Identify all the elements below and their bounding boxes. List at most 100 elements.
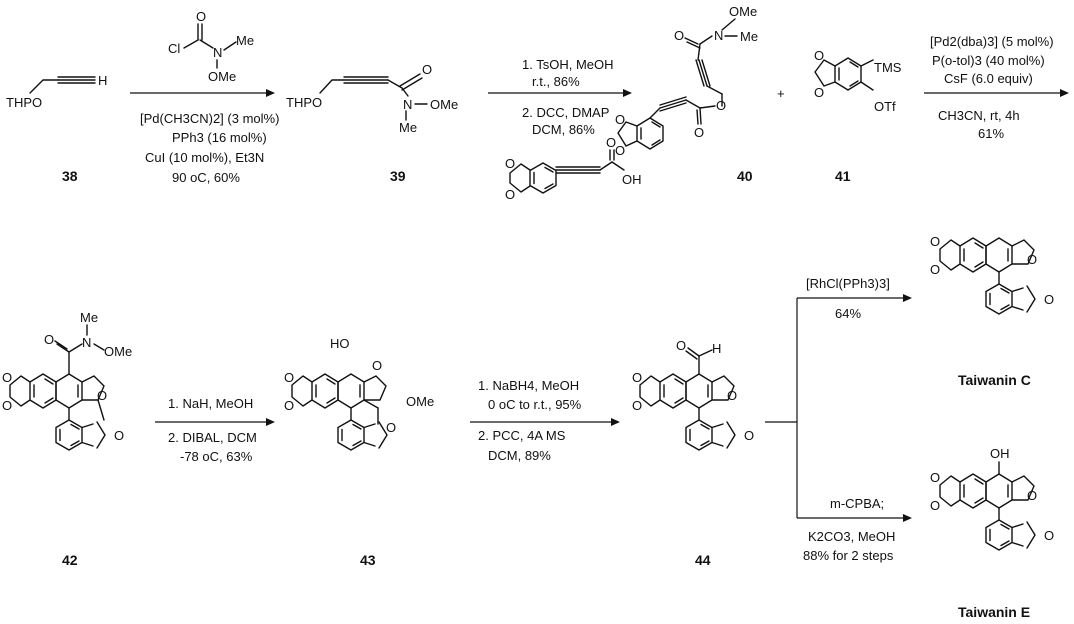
compound-39: THPO O N OMe Me 39 <box>286 62 458 184</box>
o-label-43d: O <box>386 420 396 435</box>
ome-label-39: OMe <box>430 97 458 112</box>
cond3-line5: 61% <box>978 126 1004 141</box>
o-label-42e: O <box>114 428 124 443</box>
cond2-line2: r.t., 86% <box>532 74 580 89</box>
compound-label-41: 41 <box>835 168 851 184</box>
o-label-acid-2: O <box>505 187 515 202</box>
cond2-line4: DCM, 86% <box>532 122 595 137</box>
compound-label-38: 38 <box>62 168 78 184</box>
o-label-40d: O <box>615 112 625 127</box>
conditions-step5: 1. NaBH4, MeOH 0 oC to r.t., 95% 2. PCC,… <box>478 378 582 463</box>
o-label-42b: O <box>2 398 12 413</box>
o-label-te-a: O <box>930 470 940 485</box>
compound-label-taiwanin-e: Taiwanin E <box>958 604 1030 620</box>
o-label-40c: O <box>694 125 704 140</box>
o-label-tc-b: O <box>930 262 940 277</box>
otf-label-41: OTf <box>874 99 896 114</box>
arrow-branch <box>765 294 912 522</box>
compound-label-taiwanin-c: Taiwanin C <box>958 372 1031 388</box>
me-label-reagent: Me <box>236 33 254 48</box>
o-label-43b: O <box>284 398 294 413</box>
o-label-te-d: O <box>1044 528 1054 543</box>
cond5-line1: 1. NaBH4, MeOH <box>478 378 579 393</box>
cond1-line2: PPh3 (16 mol%) <box>172 130 267 145</box>
o-label-44b: O <box>632 398 642 413</box>
o-label-43a: O <box>284 370 294 385</box>
cond2-line1: 1. TsOH, MeOH <box>522 57 614 72</box>
thpo-label-39: THPO <box>286 95 322 110</box>
o-label-te-c: O <box>1027 488 1037 503</box>
cond7-line2: K2CO3, MeOH <box>808 529 895 544</box>
compound-taiwanin-c: O O O O Taiwanin C <box>930 234 1054 388</box>
ome-label-43: OMe <box>406 394 434 409</box>
cond7-line1: m-CPBA; <box>830 496 884 511</box>
oh-label-acid: OH <box>622 172 642 187</box>
me-label-39: Me <box>399 120 417 135</box>
cond6-line2: 64% <box>835 306 861 321</box>
arrow-step2 <box>488 89 632 97</box>
cond7-line3: 88% for 2 steps <box>803 548 894 563</box>
cond6-line1: [RhCl(PPh3)3] <box>806 276 890 291</box>
cond3-line2: P(o-tol)3 (40 mol%) <box>932 53 1045 68</box>
o-label-44c: O <box>676 338 686 353</box>
cond4-line3: -78 oC, 63% <box>180 449 253 464</box>
compound-41: O O TMS OTf 41 <box>814 48 902 184</box>
n-label-39: N <box>403 97 412 112</box>
n-label-reagent: N <box>213 45 222 60</box>
compound-label-39: 39 <box>390 168 406 184</box>
o-label-42c: O <box>44 332 54 347</box>
n-label-40: N <box>714 28 723 43</box>
o-label-acid-1: O <box>505 156 515 171</box>
h-label-44: H <box>712 341 721 356</box>
arrow-step4 <box>155 418 275 426</box>
compound-label-43: 43 <box>360 552 376 568</box>
arrow-step1 <box>130 89 275 97</box>
cond5-line2: 0 oC to r.t., 95% <box>488 397 582 412</box>
compound-42: O O O N Me OMe O O 42 <box>2 310 132 568</box>
compound-taiwanin-e: O O OH O O Taiwanin E <box>930 446 1054 620</box>
cond5-line4: DCM, 89% <box>488 448 551 463</box>
conditions-step4: 1. NaH, MeOH 2. DIBAL, DCM -78 oC, 63% <box>168 396 257 464</box>
compound-38: THPO H 38 <box>6 73 107 184</box>
plus-sign: + <box>777 86 785 101</box>
ho-label-43: HO <box>330 336 350 351</box>
o-label-tc-c: O <box>1027 252 1037 267</box>
oh-label-te: OH <box>990 446 1010 461</box>
compound-44: O O O H O O 44 <box>632 338 754 568</box>
o-label-44e: O <box>744 428 754 443</box>
compound-label-40: 40 <box>737 168 753 184</box>
o-label-tc-a: O <box>930 234 940 249</box>
cond2-line3: 2. DCC, DMAP <box>522 105 609 120</box>
o-label-44d: O <box>727 388 737 403</box>
o-label-te-b: O <box>930 498 940 513</box>
conditions-step1: [Pd(CH3CN)2] (3 mol%) PPh3 (16 mol%) CuI… <box>140 111 279 185</box>
o-label-44a: O <box>632 370 642 385</box>
ome-label-42: OMe <box>104 344 132 359</box>
n-label-42: N <box>82 335 91 350</box>
me-label-42: Me <box>80 310 98 325</box>
o-label-41b: O <box>814 85 824 100</box>
cond1-line4: 90 oC, 60% <box>172 170 240 185</box>
conditions-step3: [Pd2(dba)3] (5 mol%) P(o-tol)3 (40 mol%)… <box>930 34 1054 141</box>
o-label-40e: O <box>615 143 625 158</box>
cond1-line1: [Pd(CH3CN)2] (3 mol%) <box>140 111 279 126</box>
tms-label-41: TMS <box>874 60 902 75</box>
o-label-reagent: O <box>196 9 206 24</box>
o-label-42a: O <box>2 370 12 385</box>
o-label-tc-d: O <box>1044 292 1054 307</box>
conditions-step2: 1. TsOH, MeOH r.t., 86% 2. DCC, DMAP DCM… <box>522 57 614 137</box>
conditions-step6: [RhCl(PPh3)3] 64% <box>806 276 890 321</box>
compound-43: O O HO O O OMe 43 <box>284 336 434 568</box>
compound-label-44: 44 <box>695 552 711 568</box>
cond5-line3: 2. PCC, 4A MS <box>478 428 566 443</box>
reagent-aryl-propiolic-acid: O O O OH <box>505 135 642 202</box>
cl-label: Cl <box>168 41 180 56</box>
o-label-43c: O <box>372 358 382 373</box>
me-label-40: Me <box>740 29 758 44</box>
ome-label-40: OMe <box>729 4 757 19</box>
arrow-step5 <box>470 418 620 426</box>
o-label-42d: O <box>97 388 107 403</box>
cond4-line2: 2. DIBAL, DCM <box>168 430 257 445</box>
